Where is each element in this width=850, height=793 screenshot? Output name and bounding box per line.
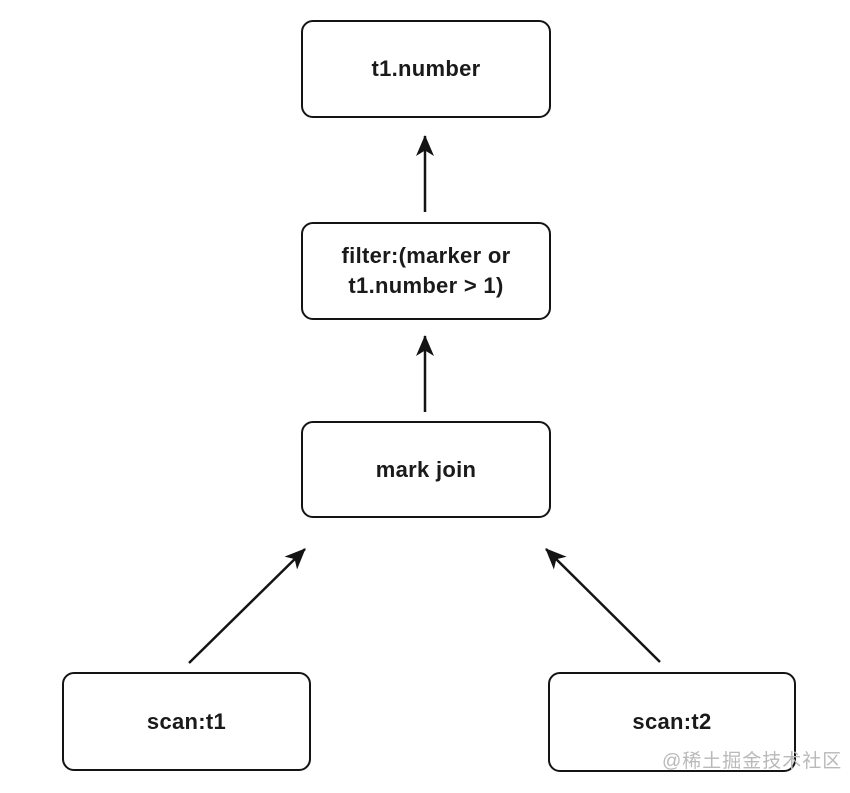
node-t1-number-label: t1.number xyxy=(371,56,481,81)
node-scan-t1: scan:t1 xyxy=(62,672,311,771)
watermark: @稀土掘金技术社区 xyxy=(662,751,843,772)
node-mark-join: mark join xyxy=(301,421,551,518)
node-scan-t1-label: scan:t1 xyxy=(146,708,227,734)
node-filter: filter:(marker or t1.number > 1) xyxy=(301,222,551,320)
node-mark-join-label: mark join xyxy=(375,456,477,482)
edge-scant1-to-markjoin xyxy=(188,548,306,664)
node-scan-t2: scan:t2 xyxy=(548,672,796,772)
edge-scant2-to-markjoin xyxy=(545,548,661,663)
node-filter-label: filter:(marker or t1.number > 1) xyxy=(341,243,511,298)
node-t1-number: t1.number xyxy=(301,20,551,118)
node-scan-t2-label: scan:t2 xyxy=(632,709,712,734)
